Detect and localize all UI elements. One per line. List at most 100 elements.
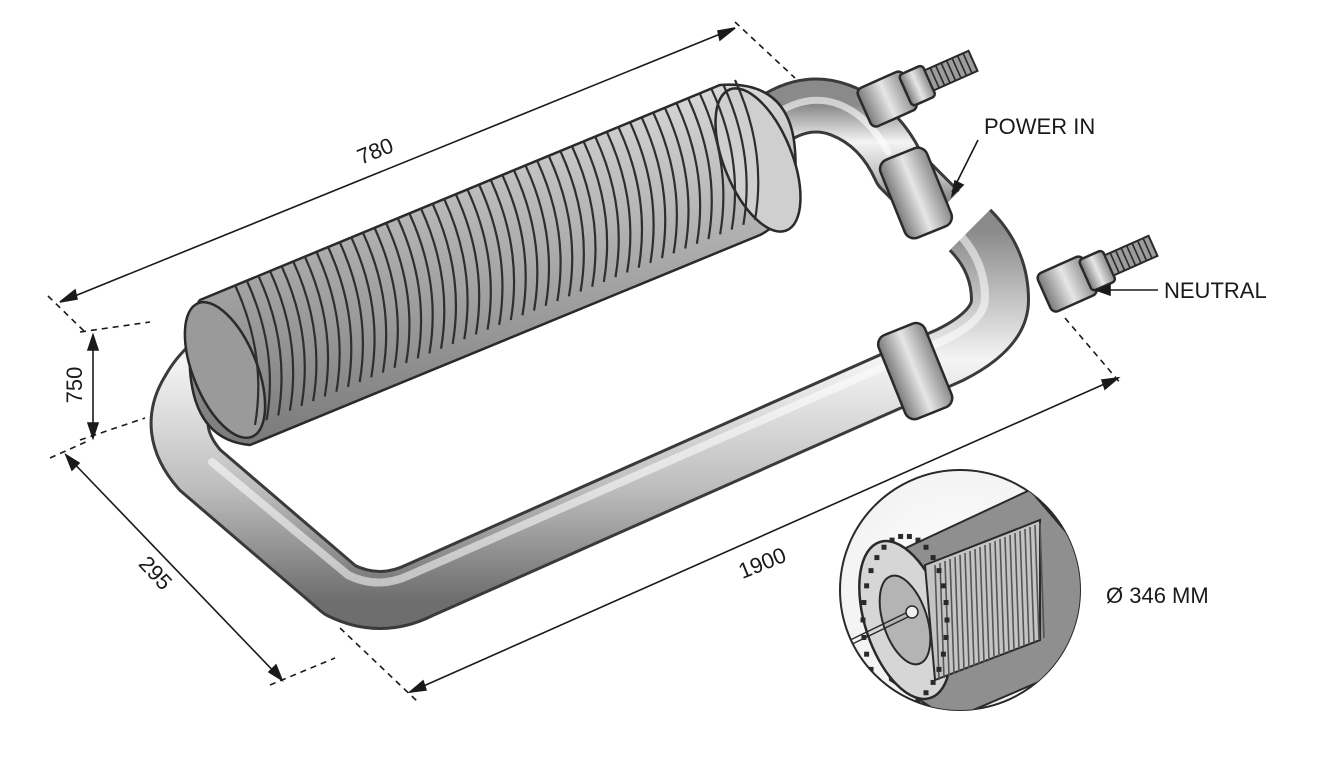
coil-winding (959, 554, 965, 671)
coil-fin (431, 203, 457, 345)
coil-fin (257, 275, 283, 416)
fin-tooth (930, 555, 936, 561)
coil-winding (1034, 524, 1040, 641)
coil-winding (1039, 522, 1045, 639)
coil-winding (934, 564, 940, 681)
coil-fin (268, 270, 295, 411)
fin-tooth (906, 533, 912, 539)
coil-fin (303, 255, 330, 397)
fin-tooth (923, 544, 929, 550)
coil-winding (994, 540, 1000, 657)
coil-fin (629, 122, 655, 264)
fin-teeth (860, 533, 950, 707)
coil-winding (969, 550, 975, 667)
coil-winding (1004, 536, 1010, 653)
label-power-in: POWER IN (984, 114, 1095, 139)
dim-line-780 (59, 27, 736, 303)
fin-tooth (874, 679, 880, 685)
coil-winding (999, 538, 1005, 655)
coil-fin (652, 112, 678, 254)
finned-coil (183, 79, 802, 447)
coil-winding (964, 552, 970, 669)
coil-fin (710, 89, 737, 230)
fin-tooth (881, 690, 887, 696)
coil-fin (547, 155, 574, 297)
fin-tooth (861, 600, 867, 606)
coil-fin (245, 279, 271, 421)
coil-fin (571, 146, 597, 287)
tube-collars (876, 146, 954, 421)
coil-fin (443, 198, 469, 340)
coil-fin (594, 136, 620, 278)
fin-tooth (944, 617, 950, 623)
coil-fin (559, 151, 585, 292)
fin-tooth (915, 537, 921, 543)
label-diameter: Ø 346 MM (1106, 583, 1209, 608)
label-neutral: NEUTRAL (1164, 278, 1267, 303)
coil-fin (373, 227, 399, 368)
coil-winding (984, 544, 990, 661)
coil-fin (675, 103, 702, 245)
coil-winding (954, 556, 960, 673)
fin-tooth (943, 634, 949, 640)
coil-fin (396, 217, 423, 359)
coil-fin (640, 117, 667, 259)
cross-section-inset (839, 469, 1081, 711)
coil-fin (524, 165, 551, 306)
fin-tooth (940, 651, 946, 657)
coil-fins (233, 79, 760, 426)
coil-fin (699, 93, 725, 235)
fin-tooth (864, 583, 870, 589)
coil-fin (350, 236, 376, 378)
coil-fin (513, 170, 539, 311)
fin-tooth (936, 568, 942, 574)
coil-fin (489, 179, 516, 321)
fin-tooth (889, 537, 895, 543)
coil-fin (280, 265, 306, 407)
coil-winding (979, 546, 985, 663)
coil-winding (1009, 534, 1015, 651)
dim-line-1900 (409, 377, 1119, 693)
fin-tooth (868, 568, 874, 574)
fin-tooth (943, 600, 949, 606)
coil-fin (385, 222, 411, 364)
coil-winding (949, 558, 955, 675)
fin-tooth (906, 701, 912, 707)
coil-winding (1019, 530, 1025, 647)
fin-tooth (868, 666, 874, 672)
coil-fin (420, 208, 446, 349)
terminal-neutral (1036, 234, 1159, 313)
fin-tooth (881, 544, 887, 550)
coil-winding (1024, 528, 1030, 645)
fin-tooth (898, 701, 904, 707)
coil-fin (315, 251, 341, 392)
coil-winding (989, 542, 995, 659)
coil-fin (582, 141, 609, 283)
coil-fin (478, 184, 504, 326)
fin-tooth (915, 697, 921, 703)
coil-winding (974, 548, 980, 665)
fin-tooth (936, 666, 942, 672)
coil-winding (939, 562, 945, 679)
fin-tooth (860, 617, 866, 623)
dim-label-750: 750 (62, 367, 87, 404)
coil-fin (466, 189, 492, 330)
fin-tooth (889, 697, 895, 703)
coil-fin (536, 160, 562, 302)
coil-winding (1029, 526, 1035, 643)
coil-fin (338, 241, 364, 383)
coil-fin (233, 284, 260, 426)
coil-fin (327, 246, 353, 388)
terminal-power-in (856, 49, 979, 128)
fin-tooth (861, 634, 867, 640)
dimension-lines (47, 21, 1123, 703)
coil-fin (292, 260, 318, 402)
coil-fin (733, 79, 760, 221)
dim-line-295 (65, 454, 283, 681)
fin-tooth (923, 690, 929, 696)
coil-fin (617, 127, 644, 268)
coil-fin (606, 131, 632, 273)
dim-label-295: 295 (134, 551, 177, 595)
fin-tooth (930, 679, 936, 685)
